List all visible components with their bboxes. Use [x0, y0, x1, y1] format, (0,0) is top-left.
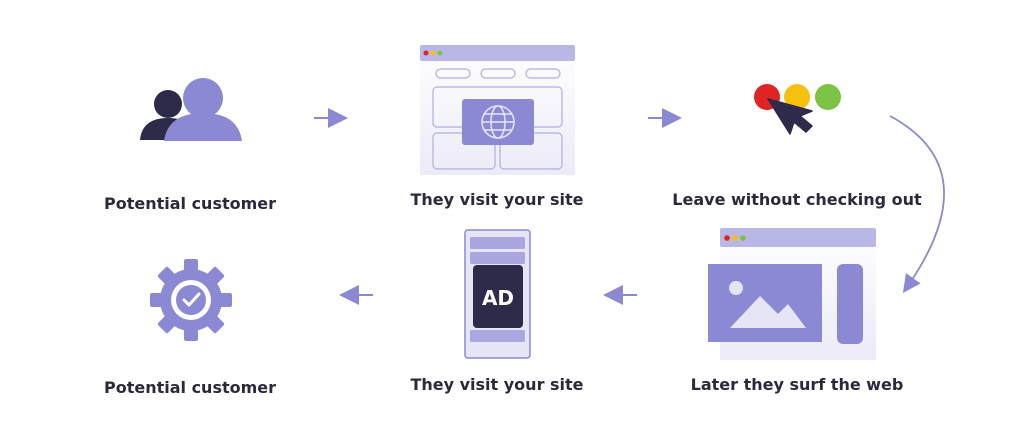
step-6-label: Potential customer — [103, 378, 277, 397]
step-2-label: They visit your site — [410, 190, 584, 209]
step-5-label: They visit your site — [410, 375, 584, 394]
step-4-label: Later they surf the web — [690, 375, 904, 394]
gear-check-icon — [150, 259, 232, 341]
ad-banner-icon: AD — [464, 229, 531, 359]
users-icon — [140, 78, 242, 141]
browser-image-icon — [708, 228, 876, 360]
arrow-curve-down — [889, 115, 945, 293]
cursor-close-icon — [754, 84, 841, 135]
ad-text: AD — [482, 286, 514, 310]
step-3-label: Leave without checking out — [672, 190, 922, 209]
browser-globe-icon — [420, 45, 575, 175]
step-1-label: Potential customer — [103, 194, 277, 213]
